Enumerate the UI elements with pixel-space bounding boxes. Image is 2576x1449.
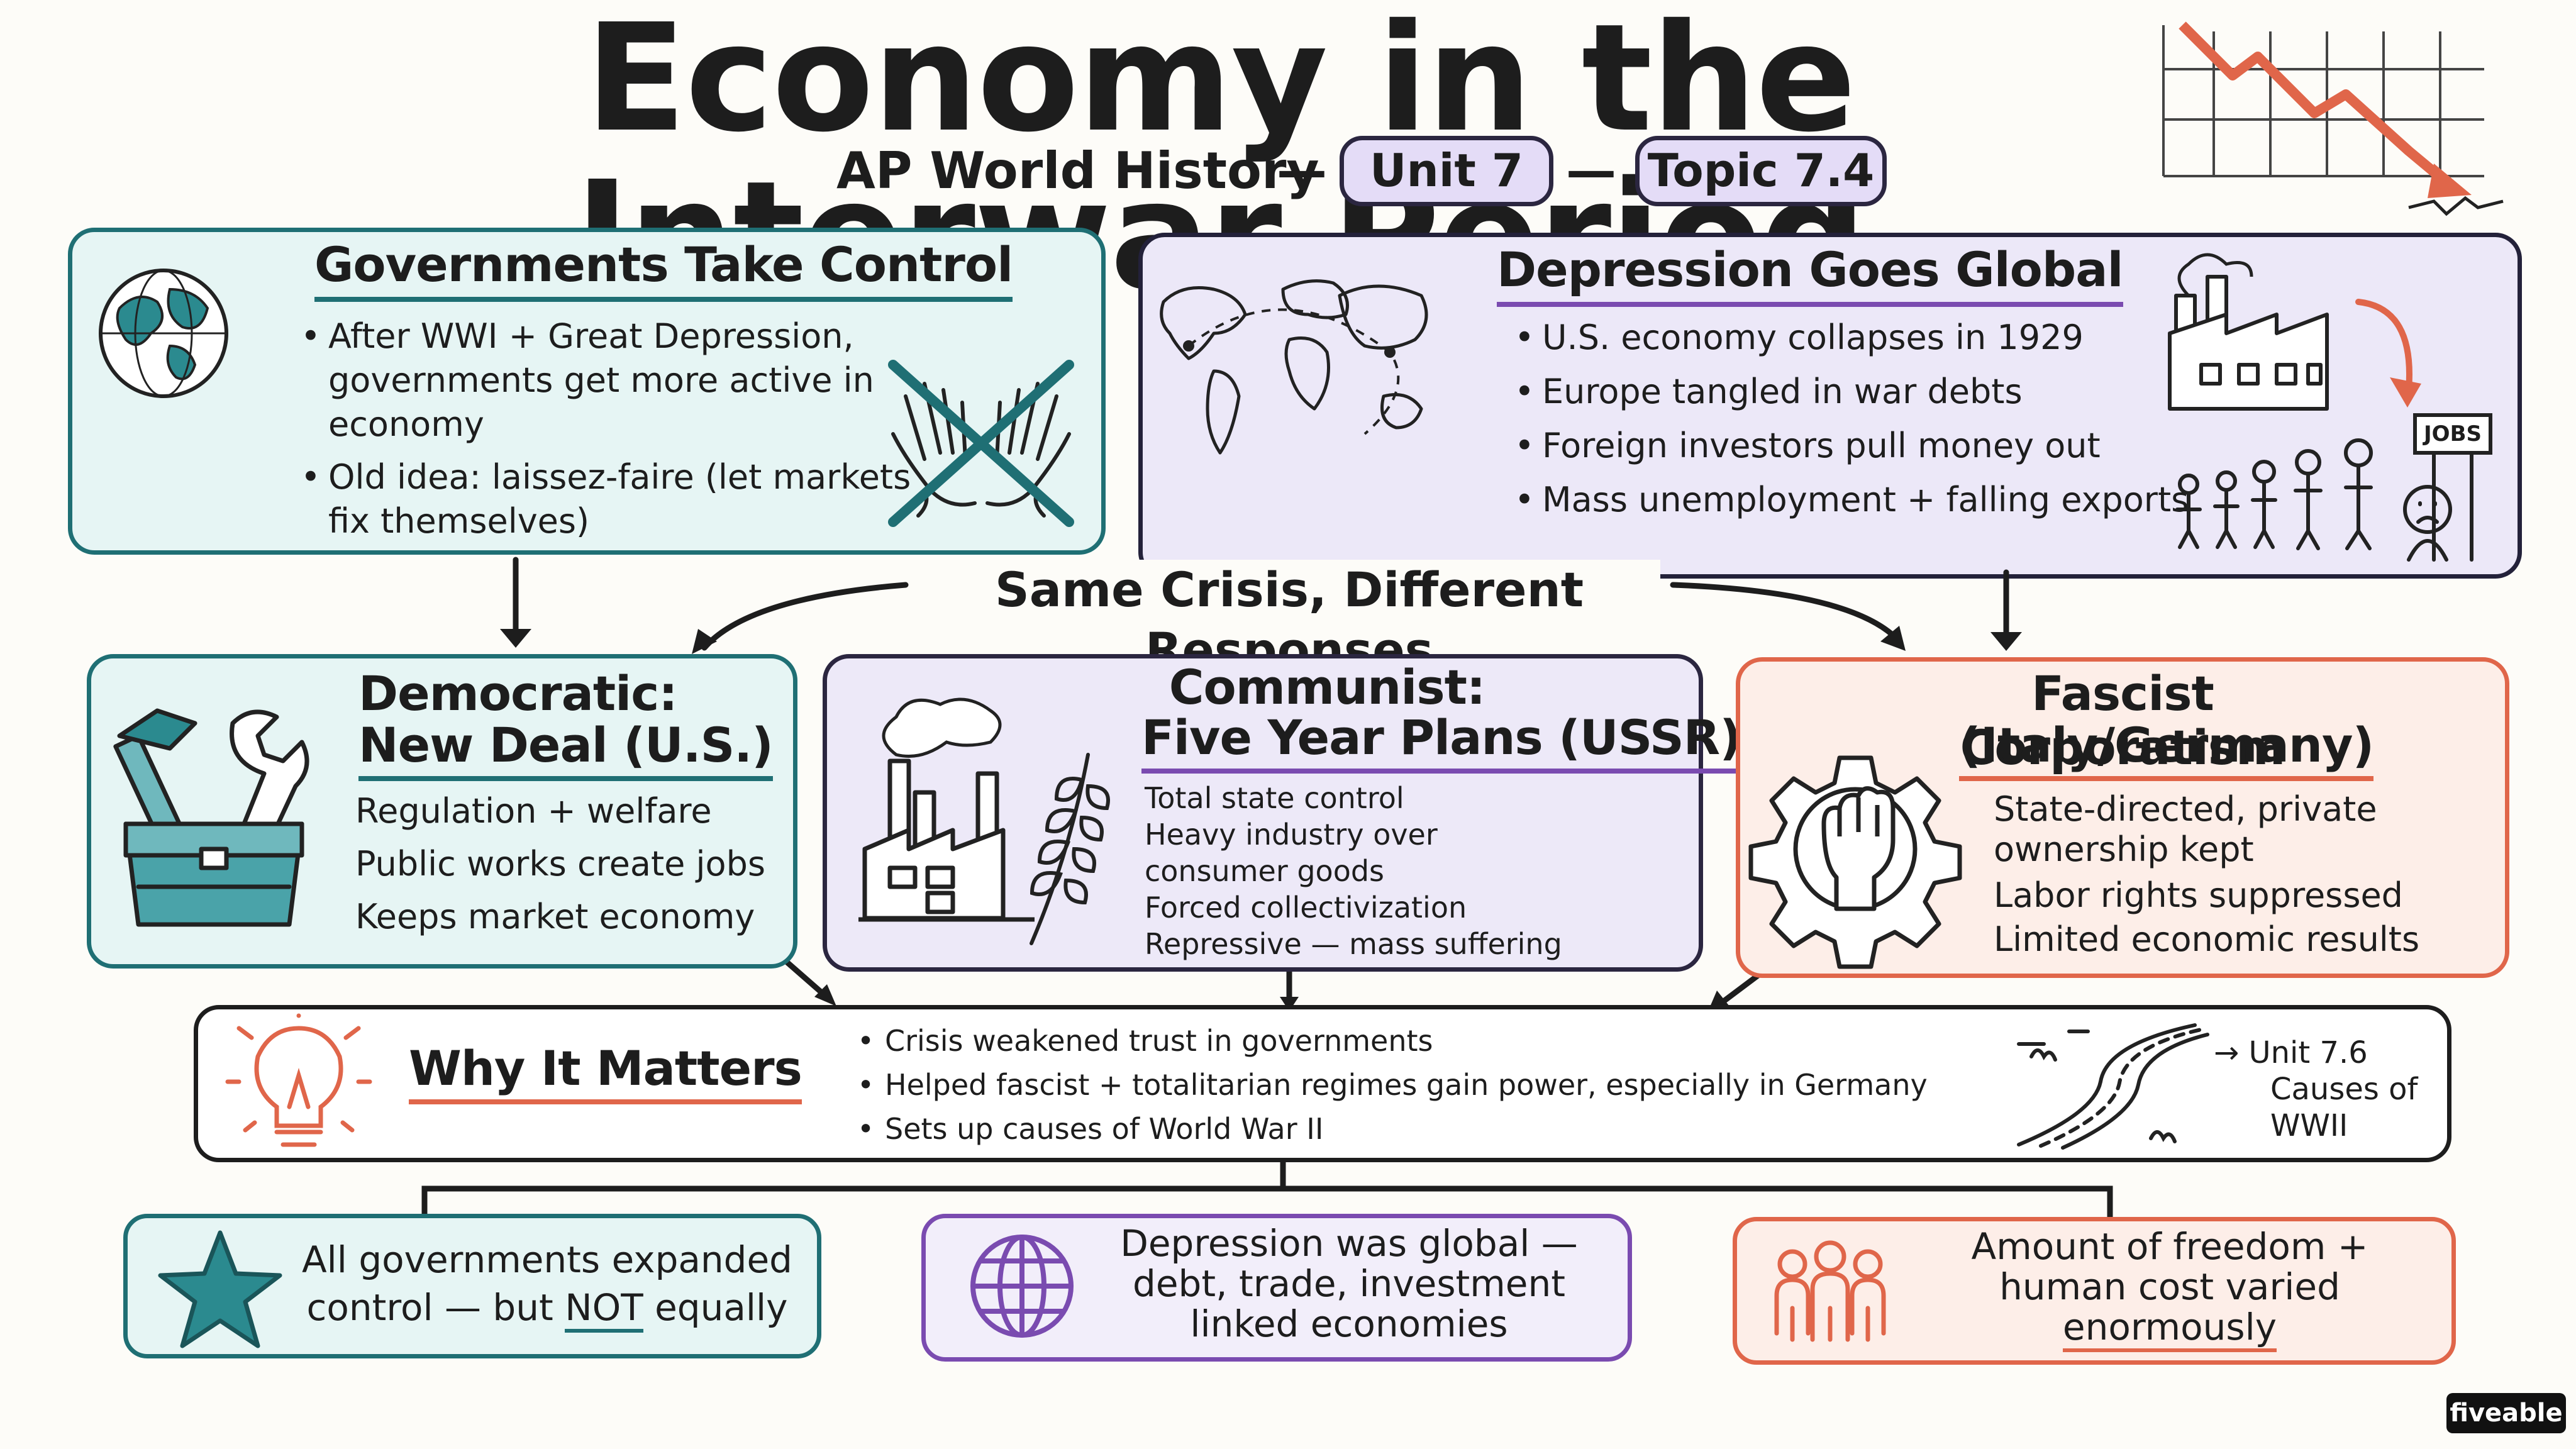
- crossed-hands-icon: [888, 360, 1074, 527]
- takeaway-text-3: Amount of freedom + human cost varied en…: [1912, 1225, 2428, 1352]
- jobs-sign-label: JOBS: [2424, 421, 2482, 447]
- depression-bullet: Europe tangled in war debts: [1514, 370, 2202, 414]
- communist-item: Total state control: [1145, 781, 1404, 815]
- takeaway-1-part1: All governments expanded control — but: [302, 1238, 792, 1329]
- fascist-item: State-directed, private ownership kept: [1994, 789, 2377, 869]
- fascist-items: State-directed, private ownership kept L…: [1994, 789, 2478, 962]
- governments-bullets: After WWI + Great Depression, government…: [296, 314, 945, 543]
- world-map-icon: [1160, 279, 1428, 455]
- depression-bullets: U.S. economy collapses in 1929 Europe ta…: [1509, 316, 2202, 522]
- communist-item: Forced collectivization: [1145, 891, 1467, 924]
- unit-badge: Unit 7: [1340, 136, 1553, 206]
- why-title: Why It Matters: [409, 1041, 802, 1104]
- takeaway-3-emphasis: enormously: [2062, 1306, 2277, 1352]
- people-group-icon: [1774, 1240, 1886, 1342]
- governments-bullet: After WWI + Great Depression, government…: [301, 314, 945, 447]
- star-icon: [158, 1230, 282, 1348]
- subtitle: AP World History: [836, 142, 1319, 200]
- depression-title: Depression Goes Global: [1497, 243, 2124, 307]
- democratic-item: Regulation + welfare: [355, 791, 712, 831]
- governments-title: Governments Take Control: [314, 238, 1013, 302]
- winding-road-icon: [2017, 1023, 2209, 1150]
- lightbulb-icon: [225, 1013, 372, 1147]
- wheat-icon: [1030, 753, 1110, 945]
- unemployed-line-icon: [2175, 413, 2492, 562]
- governments-bullet: Old idea: laissez-faire (let markets fix…: [301, 455, 945, 543]
- falling-chart-icon: [2162, 21, 2504, 216]
- next-unit-line: WWII: [2270, 1108, 2348, 1143]
- fascist-item: Limited economic results: [1994, 919, 2420, 959]
- why-bullets: Crisis weakened trust in governments Hel…: [852, 1019, 1967, 1151]
- fascist-title-line2: (Italy/Germany): [1959, 718, 2374, 781]
- takeaway-1-emphasis: NOT: [565, 1286, 643, 1333]
- fascist-item: Labor rights suppressed: [1994, 875, 2403, 915]
- topic-badge: Topic 7.4: [1635, 136, 1887, 206]
- fiveable-logo: fiveable: [2446, 1393, 2566, 1433]
- communist-items: Total state control Heavy industry over …: [1145, 780, 1673, 962]
- why-bullet: Crisis weakened trust in governments: [857, 1019, 1967, 1063]
- factory-icon: [2168, 253, 2329, 411]
- communist-title-line1: Communist:: [1169, 659, 1486, 715]
- depression-bullet: U.S. economy collapses in 1929: [1514, 316, 2202, 360]
- fascist-title-line1: Fascist Corporatism: [1960, 665, 2286, 775]
- smokestack-factory-icon: [858, 697, 1035, 922]
- communist-item: Heavy industry over consumer goods: [1145, 818, 1438, 888]
- globe-grid-icon: [970, 1235, 1074, 1338]
- next-unit-line: Causes of: [2270, 1072, 2418, 1107]
- takeaway-1-part2: equally: [643, 1286, 788, 1329]
- democratic-title-line2: New Deal (U.S.): [358, 718, 774, 781]
- toolbox-icon: [113, 708, 309, 927]
- takeaway-3-part1: Amount of freedom + human cost varied: [1971, 1225, 2368, 1308]
- subtitle-dash-1: —: [1277, 142, 1327, 200]
- down-arrow-icon: [2355, 299, 2421, 408]
- communist-item: Repressive — mass suffering: [1145, 927, 1562, 961]
- takeaway-text-1: All governments expanded control — but N…: [296, 1236, 799, 1333]
- why-bullet: Sets up causes of World War II: [857, 1107, 1967, 1151]
- depression-bullet: Mass unemployment + falling exports: [1514, 478, 2202, 522]
- next-unit-line: → Unit 7.6: [2214, 1035, 2368, 1070]
- communist-title-line2: Five Year Plans (USSR): [1141, 711, 1741, 774]
- globe-icon: [99, 269, 228, 398]
- democratic-item: Keeps market economy: [355, 897, 755, 936]
- depression-bullet: Foreign investors pull money out: [1514, 424, 2202, 468]
- takeaway-text-2: Depression was global — debt, trade, inv…: [1120, 1222, 1578, 1345]
- democratic-item: Public works create jobs: [355, 844, 765, 884]
- democratic-card: [87, 654, 797, 969]
- democratic-items: Regulation + welfare Public works create…: [355, 789, 783, 939]
- subtitle-dash-2: —: [1566, 142, 1616, 200]
- next-unit-link[interactable]: → Unit 7.6 Causes of WWII: [2214, 1035, 2421, 1144]
- gear-fist-icon: [1748, 755, 1962, 969]
- why-bullet: Helped fascist + totalitarian regimes ga…: [857, 1063, 1967, 1107]
- democratic-title-line1: Democratic:: [358, 665, 678, 721]
